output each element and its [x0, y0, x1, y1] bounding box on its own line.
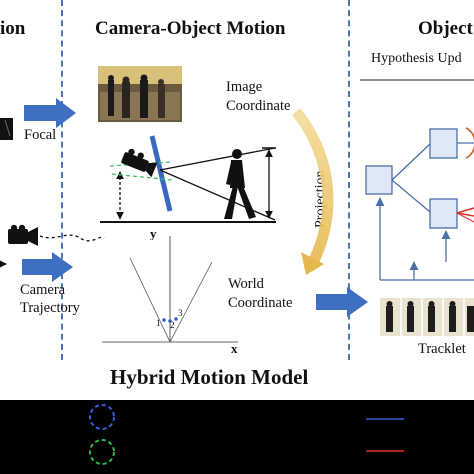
world-coordinate-label: Coordinate: [228, 295, 293, 311]
blue-dashed-circle: [89, 404, 115, 430]
left-image-crop: [0, 118, 13, 140]
world-label: World: [228, 276, 264, 292]
right-panel-title: Object: [418, 18, 473, 39]
y-axis-label: y: [150, 226, 157, 241]
arrow-trajectory: [22, 252, 73, 282]
hypothesis-node-top: [429, 128, 458, 159]
camera-geometry: [100, 135, 276, 223]
camera-icon: [8, 224, 38, 246]
trajectory-label: Trajectory: [20, 300, 80, 316]
image-coordinate-label: Coordinate: [226, 98, 291, 114]
divider-left: [61, 0, 63, 360]
point-1-label: 1: [156, 318, 161, 328]
footer-title: Hybrid Motion Model: [110, 365, 309, 389]
hypothesis-node-bottom: [429, 198, 458, 229]
tracklet-label: Tracklet: [418, 341, 466, 357]
point-3-label: 3: [178, 308, 183, 318]
world-coordinate-axes: [102, 236, 238, 343]
camera-label: Camera: [20, 282, 66, 298]
left-panel-title: ion: [0, 18, 26, 39]
image-coordinate-photo: [98, 66, 182, 122]
hypothesis-tree: [365, 127, 474, 281]
center-panel-title: Camera-Object Motion: [95, 18, 286, 39]
arrow-world-to-tracklet: [316, 287, 368, 317]
legend-strip: [89, 404, 404, 465]
focal-label: Focal: [24, 127, 57, 143]
point-2-label: 2: [170, 320, 175, 330]
projection-arc: [292, 108, 334, 265]
divider-right: [348, 0, 350, 360]
tracklet-strip: [380, 298, 474, 336]
x-axis-label: x: [231, 341, 238, 356]
camera-trajectory-path: [39, 234, 105, 242]
hypothesis-label: Hypothesis Upd: [371, 51, 462, 66]
walking-person: [224, 149, 256, 219]
green-dashed-circle: [89, 439, 115, 465]
arrow-focal: [24, 98, 76, 128]
image-label: Image: [226, 79, 263, 95]
hypothesis-root-node: [365, 165, 393, 195]
